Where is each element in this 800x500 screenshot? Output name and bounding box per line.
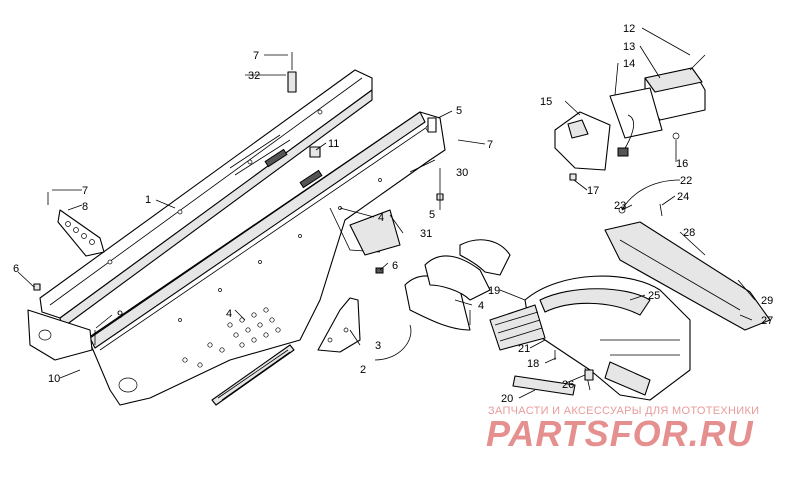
- snow-flap-part: [604, 221, 771, 331]
- callout-1: 1: [145, 194, 151, 206]
- rear-strip-part: [512, 375, 576, 396]
- callout-4c: 4: [226, 308, 232, 320]
- perforated-section: [182, 307, 281, 368]
- callout-14: 14: [623, 58, 635, 70]
- callout-labels: 1 2 3 4 4 4 5 5 6 6 7 7 7 8 9 10 11 12 1…: [13, 23, 773, 405]
- block-part: [309, 146, 321, 158]
- callout-27: 27: [761, 315, 773, 327]
- callout-5a: 5: [456, 105, 462, 117]
- callout-4b: 4: [478, 300, 484, 312]
- callout-23: 23: [614, 200, 626, 212]
- callout-8: 8: [82, 201, 88, 213]
- callout-7a: 7: [253, 50, 259, 62]
- callout-17: 17: [587, 185, 599, 197]
- callout-25: 25: [648, 290, 660, 302]
- callout-6a: 6: [13, 263, 19, 275]
- callout-5b: 5: [429, 209, 435, 221]
- taillight-assembly: [609, 54, 706, 157]
- callout-15: 15: [540, 96, 552, 108]
- callout-7b: 7: [82, 185, 88, 197]
- callout-9: 9: [117, 309, 123, 321]
- step-plate-part: [489, 304, 546, 351]
- callout-10: 10: [48, 373, 60, 385]
- callout-3: 3: [375, 340, 381, 352]
- callout-2: 2: [360, 364, 366, 376]
- callout-13: 13: [623, 41, 635, 53]
- callout-28: 28: [683, 227, 695, 239]
- callout-31: 31: [420, 228, 432, 240]
- callout-19: 19: [488, 285, 500, 297]
- taillight-housing-part: [554, 111, 611, 181]
- fasteners: [47, 52, 663, 391]
- callout-12: 12: [623, 23, 635, 35]
- callout-29: 29: [761, 295, 773, 307]
- tunnel-rail-part: [39, 69, 373, 329]
- callout-6b: 6: [392, 260, 398, 272]
- callout-20: 20: [501, 393, 513, 405]
- callout-21: 21: [518, 343, 530, 355]
- callout-11: 11: [328, 138, 339, 150]
- callout-22: 22: [680, 175, 692, 187]
- callout-18: 18: [527, 358, 539, 370]
- rear-end-cap-part: [27, 309, 93, 361]
- callout-30: 30: [456, 167, 468, 179]
- watermark-tagline: ЗАПЧАСТИ И АКСЕССУАРЫ ДЛЯ МОТОТЕХНИКИ: [488, 405, 760, 417]
- callout-16: 16: [676, 158, 688, 170]
- perforated-plate-part: [57, 209, 105, 257]
- small-pad-part: [375, 267, 384, 274]
- side-panel-pieces: [349, 209, 511, 331]
- watermark-logo: PARTSFOR.RU: [486, 413, 754, 454]
- callout-32: 32: [248, 70, 260, 82]
- callout-26: 26: [562, 379, 574, 391]
- running-board-strip-part: [211, 344, 295, 406]
- rear-clip-part: [33, 283, 41, 291]
- callout-7c: 7: [487, 139, 493, 151]
- bracket-part: [317, 297, 361, 353]
- callout-4a: 4: [378, 212, 384, 224]
- leader-lines: [17, 27, 756, 399]
- rear-bumper-part: [524, 275, 691, 401]
- callout-24: 24: [677, 191, 689, 203]
